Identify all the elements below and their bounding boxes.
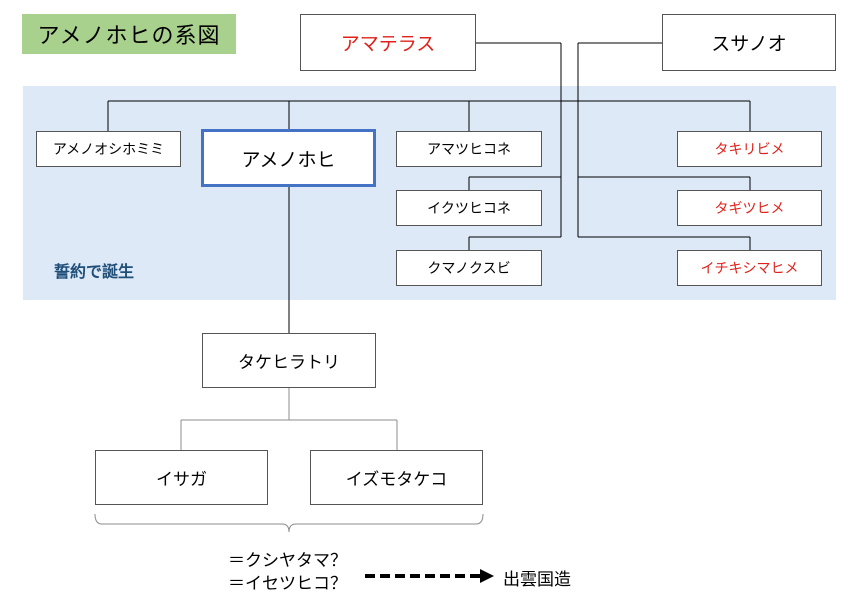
alias-note-1: ＝クシヤタマ？: [228, 551, 347, 571]
node-tagitsuhime: タギツヒメ: [677, 190, 822, 226]
node-izumotakeko: イズモタケコ: [310, 450, 483, 505]
node-takehiratori: タケヒラトリ: [202, 333, 376, 388]
node-amatsuhikone: アマツヒコネ: [396, 131, 542, 167]
node-kumanokusubi: クマノクスビ: [396, 250, 542, 286]
node-takiribime: タキリビメ: [677, 131, 822, 167]
pledge-birth-label: 誓約で誕生: [54, 262, 135, 281]
alias-note-2: ＝イセツヒコ？: [228, 574, 347, 594]
node-isaga: イサガ: [95, 450, 268, 505]
node-amenohohi: アメノホヒ: [201, 129, 376, 187]
node-ikutsuhikone: イクツヒコネ: [396, 190, 542, 226]
node-amaterasu: アマテラス: [300, 14, 476, 71]
node-amenooshihomimi: アメノオシホミミ: [36, 131, 181, 167]
node-ichikishimahime: イチキシマヒメ: [677, 250, 822, 286]
destination-label: 出雲国造: [503, 570, 571, 590]
node-susanoo: スサノオ: [662, 14, 836, 71]
diagram-title: アメノホヒの系図: [22, 14, 236, 54]
